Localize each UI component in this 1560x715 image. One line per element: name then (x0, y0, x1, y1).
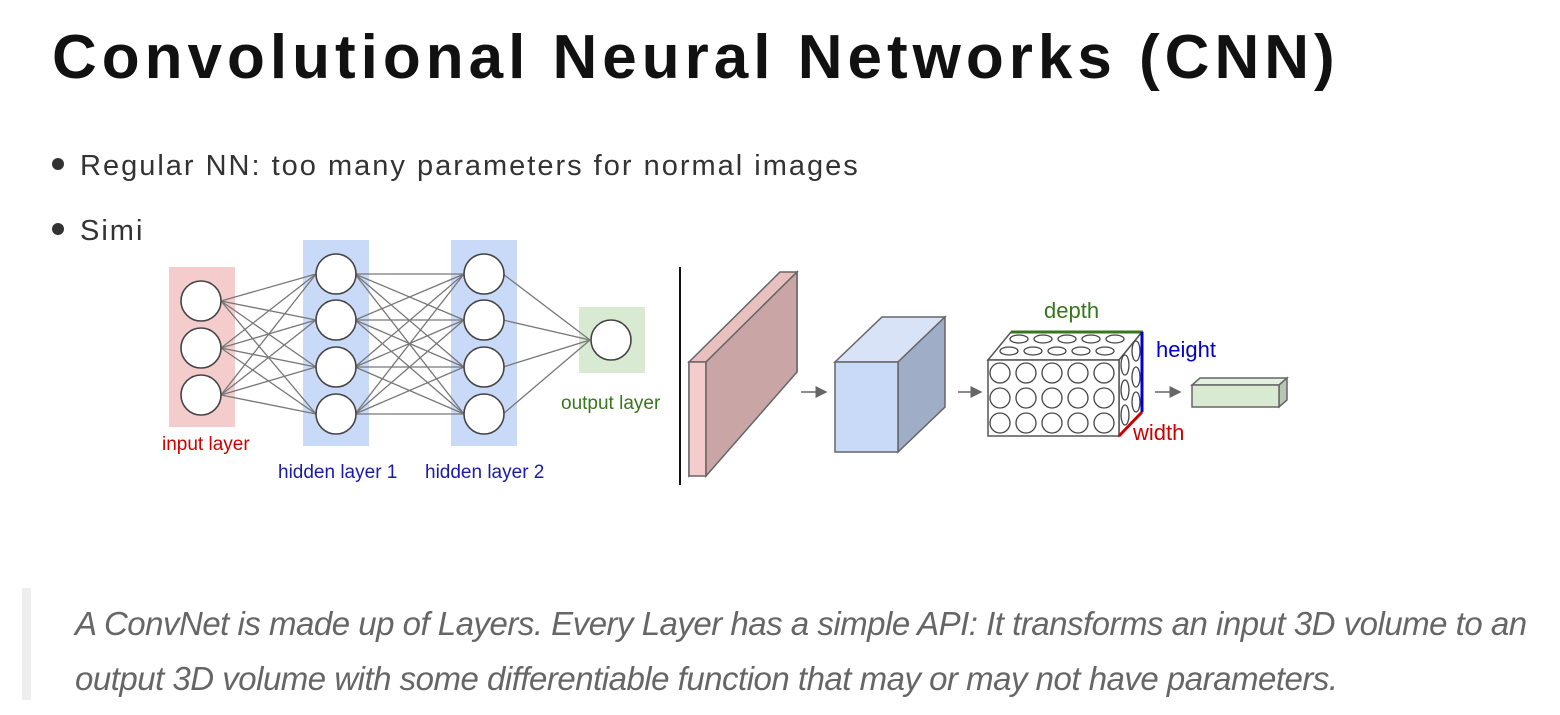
page-title: Convolutional Neural Networks (CNN) (52, 23, 1340, 92)
bullet-item: Simi (52, 215, 144, 248)
bullet-dot (52, 158, 64, 171)
bullet-item: Regular NN: too many parameters for norm… (52, 150, 860, 183)
width-edge (1117, 410, 1144, 438)
hidden1-neuron (315, 253, 357, 295)
neurons (180, 253, 632, 435)
quote-text: A ConvNet is made up of Layers. Every La… (75, 605, 1527, 697)
input-neuron (180, 327, 222, 369)
hidden-layer-1-label: hidden layer 1 (278, 462, 397, 483)
bullet-text: Regular NN: too many parameters for norm… (80, 150, 860, 182)
neuron-volume (986, 329, 1144, 438)
hidden2-neuron (463, 253, 505, 295)
hidden1-neuron (315, 346, 357, 388)
output-layer-label: output layer (561, 393, 661, 414)
convnet-figure: depth height width (687, 270, 1289, 478)
blockquote: A ConvNet is made up of Layers. Every La… (22, 588, 1541, 700)
hidden2-neuron (463, 299, 505, 341)
hidden1-neuron (315, 393, 357, 435)
hidden2-neuron (463, 393, 505, 435)
width-label: width (1132, 420, 1184, 445)
neural-network-figure: input layer hidden layer 1 hidden layer … (162, 240, 661, 483)
output-volume (1190, 376, 1289, 409)
hidden-layer-2-label: hidden layer 2 (425, 462, 544, 483)
bullet-dot (52, 223, 64, 236)
hidden1-neuron (315, 299, 357, 341)
output-neuron (590, 319, 632, 361)
input-neuron (180, 280, 222, 322)
input-neuron (180, 374, 222, 416)
height-label: height (1156, 337, 1216, 362)
cnn-diagram-svg: input layer hidden layer 1 hidden layer … (162, 240, 1289, 485)
cnn-diagram: input layer hidden layer 1 hidden layer … (150, 222, 1320, 497)
input-volume (687, 270, 799, 478)
hidden2-neuron (463, 346, 505, 388)
network-connections (220, 273, 591, 415)
depth-label: depth (1044, 298, 1099, 323)
hidden-volume (833, 315, 947, 454)
input-layer-label: input layer (162, 434, 250, 455)
bullet-text: Simi (80, 215, 145, 247)
